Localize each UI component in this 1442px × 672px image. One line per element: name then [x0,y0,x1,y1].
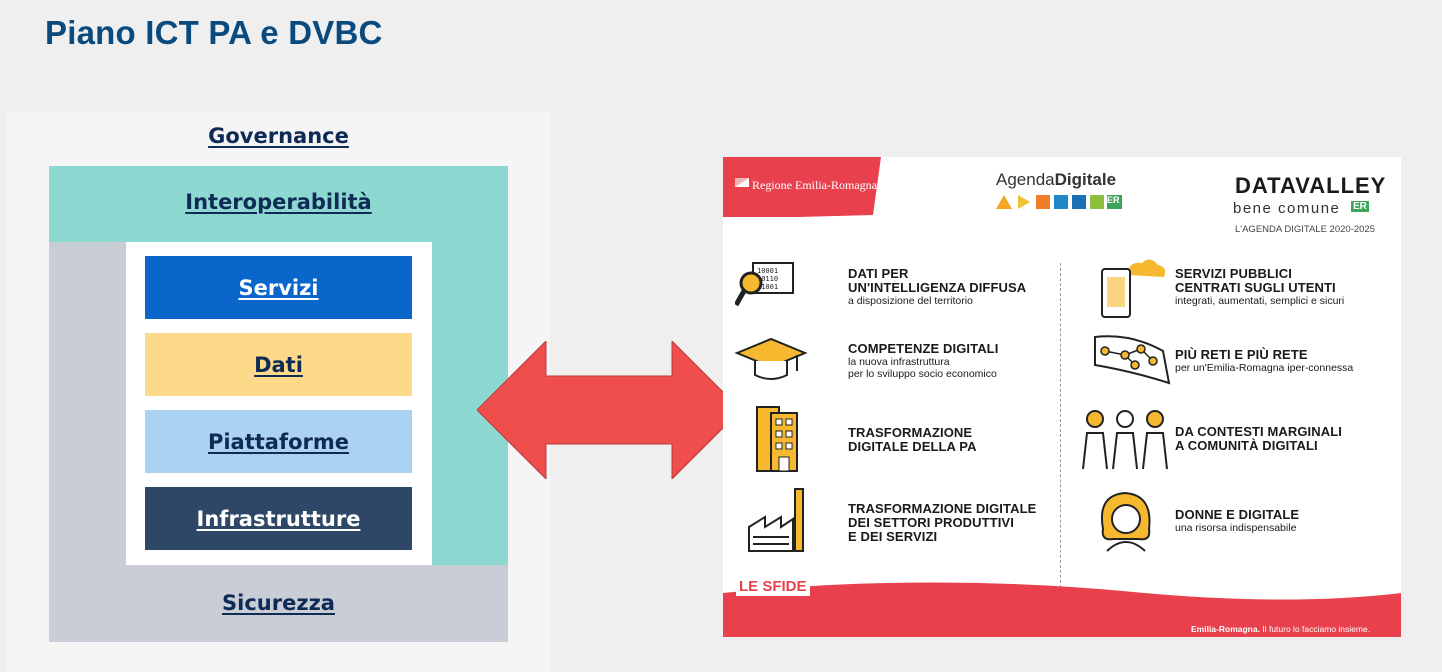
datavalley-subtitle: bene comune [1233,200,1341,217]
challenge-comunita: DA CONTESTI MARGINALI A COMUNITÀ DIGITAL… [1175,424,1342,453]
smartphone-cloud-icon [1101,259,1166,318]
layer-piattaforme: Piattaforme [145,410,412,473]
challenge-settori: TRASFORMAZIONE DIGITALE DEI SETTORI PROD… [848,501,1037,544]
svg-text:10110: 10110 [757,275,778,283]
double-arrow-icon [477,341,741,479]
layer-label: Infrastrutture [196,506,361,531]
network-map-icon [1094,335,1171,385]
layer-servizi: Servizi [145,256,412,319]
page-title: Piano ICT PA e DVBC [45,14,383,51]
challenge-reti: PIÙ RETI E PIÙ RETE per un'Emilia-Romagn… [1175,347,1354,375]
datavalley-title: DATAVALLEY [1235,173,1387,198]
security-side-band [49,242,126,565]
governance-label: Governance [208,124,349,148]
security-label: Sicurezza [222,591,335,615]
svg-text:10001: 10001 [757,267,778,275]
challenge-competenze: COMPETENZE DIGITALI la nuova infrastrutt… [848,341,999,381]
data-magnifier-icon: 10001 10110 11001 [735,262,794,307]
poster-footer: Emilia-Romagna. Il futuro lo facciamo in… [1191,624,1371,634]
layer-label: Piattaforme [207,429,350,454]
bottom-wave [723,582,1401,637]
agenda-er-badge: ER [1107,195,1120,205]
regione-logo-banner [723,157,881,217]
woman-icon [1101,491,1151,552]
challenge-donne: DONNE E DIGITALE una risorsa indispensab… [1175,507,1300,535]
people-icon [1082,410,1168,470]
building-icon [756,406,798,472]
challenge-pa: TRASFORMAZIONE DIGITALE DELLA PA [848,425,977,454]
challenge-servizi: SERVIZI PUBBLICI CENTRATI SUGLI UTENTI i… [1175,266,1345,308]
layer-infrastrutture: Infrastrutture [145,487,412,550]
datavalley-er-badge: ER [1351,201,1369,212]
datavalley-caption: L'AGENDA DIGITALE 2020-2025 [1235,224,1375,235]
agenda-digitale-logo: AgendaDigitale [996,170,1117,189]
layer-label: Dati [254,352,303,377]
graduation-cap-icon [734,337,808,380]
factory-icon [748,488,804,552]
column-divider [1060,263,1061,593]
agenda-digitale-color-bar [996,195,1122,209]
le-sfide-label: LE SFIDE [736,577,810,596]
interoperability-label: Interoperabilità [185,190,372,214]
regione-logo-text: Regione Emilia-Romagna [752,178,877,192]
agenda-digitale-poster: Regione Emilia-Romagna AgendaDigitale ER… [723,157,1401,637]
svg-text:11001: 11001 [757,283,778,291]
layer-dati: Dati [145,333,412,396]
challenge-dati: DATI PER UN'INTELLIGENZA DIFFUSA a dispo… [848,266,1027,308]
layer-label: Servizi [238,275,319,300]
